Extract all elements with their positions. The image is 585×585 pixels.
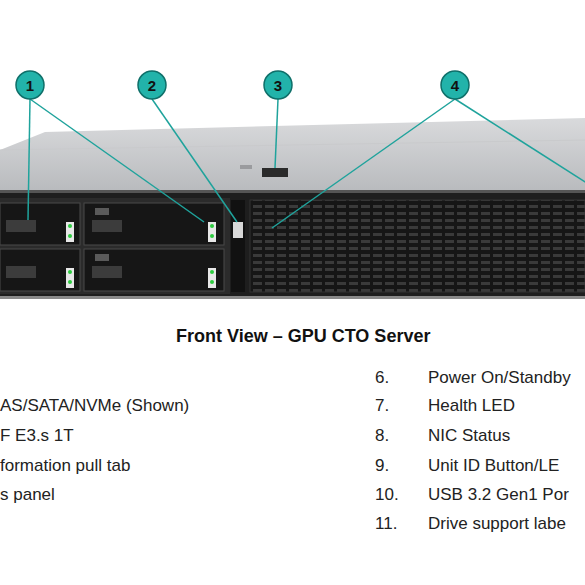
drive-bay (0, 249, 80, 291)
drive-release (66, 268, 74, 288)
list-item: Power On/Standby (428, 368, 571, 388)
bezel-bottom (0, 296, 585, 299)
drive-latch (6, 220, 36, 232)
drive-led (210, 224, 214, 228)
list-number: 7. (375, 396, 389, 416)
list-item: s panel (0, 485, 55, 505)
leader-line (275, 99, 278, 168)
drive-led (210, 280, 214, 284)
drive-bay (84, 249, 224, 291)
figure-title: Front View – GPU CTO Server (176, 325, 430, 347)
callout-shape (16, 71, 44, 99)
leader-line (28, 99, 30, 220)
drive-latch (6, 266, 36, 278)
leader-line (272, 99, 455, 228)
drive-bay (84, 203, 224, 245)
drive-led (68, 224, 72, 228)
drive-cage (0, 198, 230, 294)
list-number: 8. (375, 426, 389, 446)
leader-lines (28, 99, 585, 228)
list-item: F E3.s 1T (0, 426, 74, 446)
drive-label (95, 254, 109, 261)
list-item: Health LED (428, 396, 515, 416)
list-number: 11. (375, 514, 397, 534)
bezel-edge (0, 190, 585, 193)
list-item: Drive support labe (428, 514, 566, 534)
drive-release (208, 222, 216, 242)
drive-led (68, 270, 72, 274)
leader-line (30, 99, 204, 222)
callout-shape (138, 71, 166, 99)
list-item: NIC Status (428, 426, 510, 446)
drive-led (210, 234, 214, 238)
drive-led (210, 270, 214, 274)
drive-latch (92, 220, 122, 232)
front-bezel (0, 190, 585, 298)
leader-line (455, 99, 585, 185)
callout-circle: 3 (263, 70, 293, 100)
callout-number: 1 (15, 70, 45, 100)
drive-latch (92, 266, 122, 278)
leader-line (152, 99, 237, 222)
drive-bay (0, 203, 80, 245)
drive-led (68, 280, 72, 284)
info-tab-strip (231, 200, 245, 292)
list-number: 9. (375, 456, 389, 476)
callout-shape (441, 71, 469, 99)
list-item: Unit ID Button/LE (428, 456, 559, 476)
callout-number: 4 (440, 70, 470, 100)
list-item: AS/SATA/NVMe (Shown) (0, 396, 189, 416)
callout-circle: 1 (15, 70, 45, 100)
callout-circle: 2 (137, 70, 167, 100)
lid-seam (0, 140, 585, 150)
callout-circle: 4 (440, 70, 470, 100)
list-item: formation pull tab (0, 456, 130, 476)
pull-tab (262, 168, 288, 177)
callout-shape (264, 71, 292, 99)
vent-grille (250, 200, 585, 292)
drive-led (68, 234, 72, 238)
drive-label (95, 208, 109, 215)
callout-number: 2 (137, 70, 167, 100)
list-number: 6. (375, 368, 389, 388)
callout-number: 3 (263, 70, 293, 100)
lid-mark (240, 165, 252, 169)
list-item: USB 3.2 Gen1 Por (428, 485, 569, 505)
list-number: 10. (375, 485, 399, 505)
drive-release (66, 222, 74, 242)
chassis-lid (0, 118, 585, 190)
info-tab (233, 222, 243, 238)
drive-release (208, 268, 216, 288)
